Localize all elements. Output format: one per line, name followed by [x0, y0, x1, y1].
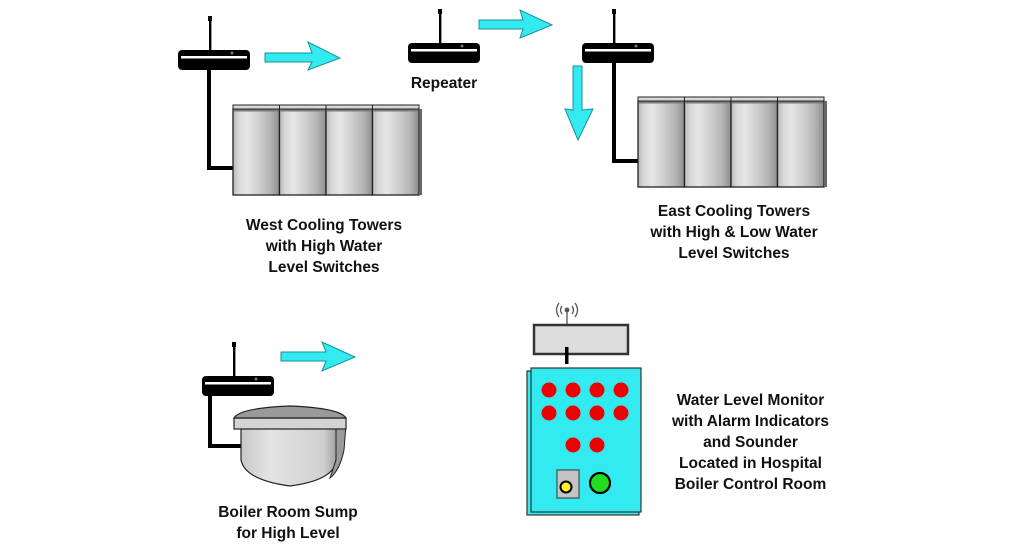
tower-shadow: [419, 109, 422, 195]
monitor-label-line-2: with Alarm Indicators: [671, 413, 830, 430]
alarm-indicator-led: [565, 382, 581, 398]
alarm-indicators: [541, 382, 629, 453]
sump-wire: [208, 396, 242, 448]
boiler-sump-label-line-2: for High Level: [236, 525, 340, 542]
alarm-indicator-led: [589, 405, 605, 421]
status-led-green: [588, 471, 612, 495]
sounder-icon: [559, 480, 573, 494]
alarm-indicator-led: [565, 437, 581, 453]
water-level-monitor: [526, 302, 642, 516]
tower-shadow: [824, 101, 827, 187]
east-towers-label-line-3: Level Switches: [678, 245, 790, 262]
signal-arrow-sump: [280, 341, 357, 372]
east-towers-label: East Cooling Towers with High & Low Wate…: [624, 201, 844, 264]
alarm-indicator-led: [613, 382, 629, 398]
cooling-tower-cell: [730, 96, 779, 188]
alarm-indicator-led: [541, 382, 557, 398]
sump-transmitter: [202, 342, 274, 396]
west-cooling-towers: [232, 104, 422, 196]
repeater-label: Repeater: [410, 75, 478, 92]
west-towers-label-line-2: with High Water: [265, 238, 383, 255]
west-wire: [207, 70, 233, 170]
cooling-tower-cell: [371, 104, 420, 196]
alarm-indicator-led: [589, 382, 605, 398]
boiler-sump-tank: [232, 405, 348, 487]
east-towers-label-line-1: East Cooling Towers: [657, 203, 811, 220]
monitor-label: Water Level Monitor with Alarm Indicator…: [648, 390, 853, 495]
east-transmitter: [582, 9, 654, 63]
west-towers-label-line-3: Level Switches: [268, 259, 380, 276]
antenna-signal-icon: [555, 302, 579, 325]
cooling-tower-cell: [683, 96, 732, 188]
alarm-indicator-led: [589, 437, 605, 453]
east-towers-label-line-2: with High & Low Water: [650, 224, 818, 241]
alarm-indicator-led: [565, 405, 581, 421]
signal-arrow-west-to-repeater: [264, 40, 342, 71]
alarm-indicator-led: [541, 405, 557, 421]
east-wire: [612, 63, 638, 163]
alarm-indicator-led: [613, 405, 629, 421]
signal-arrow-east-down: [564, 65, 594, 142]
monitor-label-line-4: Located in Hospital: [679, 455, 822, 472]
east-cooling-towers: [637, 96, 827, 188]
monitor-label-line-1: Water Level Monitor: [676, 392, 825, 409]
cooling-tower-cell: [637, 96, 686, 188]
repeater-transmitter: [408, 9, 480, 63]
boiler-sump-label-line-1: Boiler Room Sump: [218, 504, 358, 521]
west-transmitter: [178, 16, 250, 70]
boiler-sump-label: Boiler Room Sump for High Level: [188, 502, 388, 544]
monitor-display: [532, 323, 630, 356]
monitor-label-line-3: and Sounder: [703, 434, 798, 451]
cooling-tower-cell: [232, 104, 281, 196]
west-towers-label-line-1: West Cooling Towers: [245, 217, 403, 234]
cooling-tower-cell: [776, 96, 825, 188]
cooling-tower-cell: [325, 104, 374, 196]
monitor-label-line-5: Boiler Control Room: [674, 476, 827, 493]
west-towers-label: West Cooling Towers with High Water Leve…: [214, 215, 434, 278]
signal-arrow-repeater-to-east: [478, 9, 554, 39]
cooling-tower-cell: [278, 104, 327, 196]
